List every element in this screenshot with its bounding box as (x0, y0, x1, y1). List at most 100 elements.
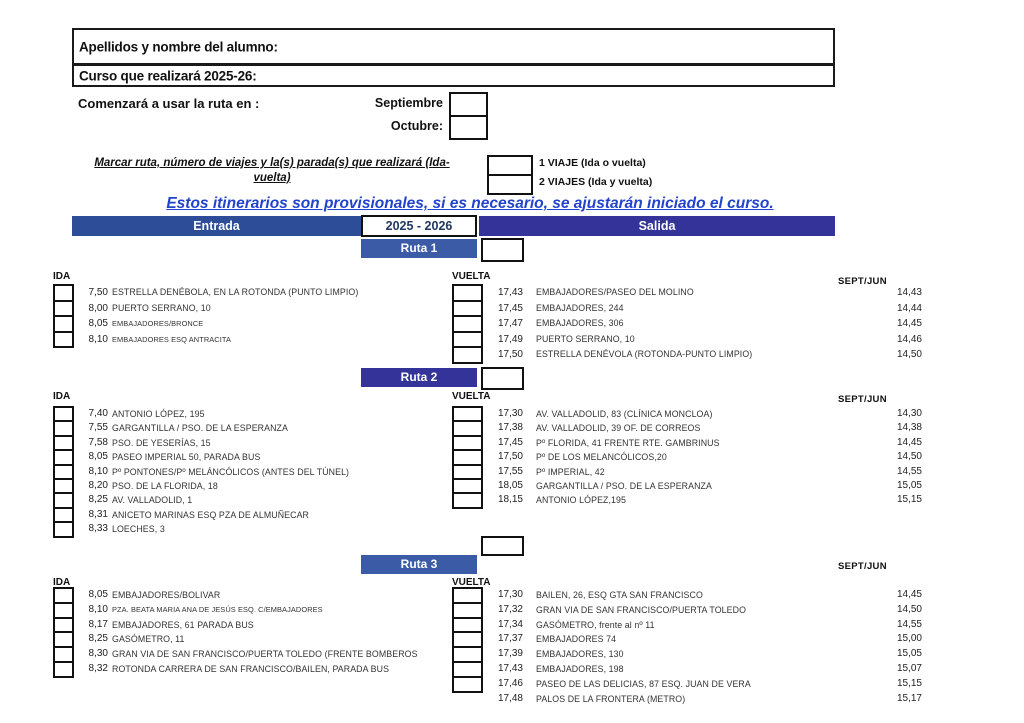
vuelta-stop: Pº DE LOS MELANCÓLICOS,20 (536, 452, 667, 463)
ida-stop-checkbox-column (53, 587, 74, 678)
ida-time: 7,40 (88, 408, 108, 419)
student-name-field[interactable]: Apellidos y nombre del alumno: (72, 28, 835, 65)
ida-time: 8,10 (88, 603, 108, 615)
vuelta-stop-checkbox-column (452, 587, 483, 693)
vuelta-stop: EMBAJADORES, 130 (536, 649, 624, 660)
ida-stop: GRAN VIA DE SAN FRANCISCO/PUERTA TOLEDO … (112, 649, 418, 660)
ruta-1-bar: Ruta 1 (361, 239, 477, 258)
vuelta-time: 17,32 (497, 603, 523, 615)
septjun-time: 14,45 (896, 589, 922, 600)
ida-time: 8,05 (88, 589, 108, 600)
mark-instruction-line1: Marcar ruta, número de viajes y la(s) pa… (94, 157, 450, 169)
ida-time: 8,00 (88, 302, 108, 314)
ruta-3-checkbox[interactable] (481, 536, 524, 556)
vuelta-time: 17,46 (497, 677, 523, 689)
ida-stop: GARGANTILLA / PSO. DE LA ESPERANZA (112, 423, 288, 434)
vuelta-time: 17,48 (497, 692, 523, 704)
septjun-time: 15,07 (896, 663, 922, 674)
septjun-time: 15,05 (896, 480, 922, 491)
septjun-time: 14,38 (896, 422, 922, 434)
ida-time: 7,58 (88, 436, 108, 448)
mark-route-instruction: Marcar ruta, número de viajes y la(s) pa… (62, 156, 482, 186)
septiembre-checkbox[interactable] (449, 92, 488, 117)
ida-stop: EMBAJADORES, 61 PARADA BUS (112, 619, 254, 630)
septjun-time: 14,50 (896, 603, 922, 615)
ida-stop: ANICETO MARINAS ESQ PZA DE ALMUÑECAR (112, 509, 310, 520)
septjun-time: 15,00 (896, 633, 922, 645)
septjun-time: 14,50 (896, 451, 922, 463)
septjun-time: 15,15 (896, 677, 922, 689)
ida-stop: EMBAJADORES/BRONCE (112, 319, 204, 328)
septjun-column-label: SEPT/JUN (838, 394, 887, 405)
viaje-1-checkbox[interactable] (487, 155, 533, 176)
ida-stop-checkbox-cell[interactable] (53, 521, 74, 538)
septjun-time: 15,15 (896, 494, 922, 506)
vuelta-stop: ANTONIO LÓPEZ,195 (536, 495, 627, 506)
vuelta-column-label: VUELTA (452, 391, 491, 402)
ida-stop-checkbox-cell[interactable] (53, 330, 74, 348)
vuelta-time: 17,43 (497, 287, 523, 298)
vuelta-time: 17,30 (497, 589, 523, 600)
viaje-2-checkbox[interactable] (487, 174, 533, 195)
vuelta-time: 17,38 (497, 422, 523, 434)
vuelta-stop: EMBAJADORES/PASEO DEL MOLINO (536, 287, 694, 297)
ida-time: 8,05 (88, 318, 108, 329)
entrada-header: Entrada (72, 216, 361, 236)
vuelta-time: 18,05 (497, 480, 523, 491)
ida-stop-checkbox-cell[interactable] (53, 660, 74, 678)
school-year-header: 2025 - 2026 (361, 215, 477, 237)
vuelta-time: 17,39 (497, 648, 523, 660)
ida-stop: ROTONDA CARRERA DE SAN FRANCISCO/BAILEN,… (112, 664, 390, 674)
ruta-3-bar: Ruta 3 (361, 555, 477, 574)
course-label: Curso que realizará 2025-26: (79, 68, 257, 83)
ida-time: 8,31 (88, 508, 108, 520)
septjun-time: 14,45 (896, 318, 922, 329)
ida-stop-checkbox-column (53, 284, 74, 348)
vuelta-stop-checkbox-cell[interactable] (452, 346, 483, 364)
vuelta-stop: GARGANTILLA / PSO. DE LA ESPERANZA (536, 481, 712, 491)
ida-stop: PSO. DE YESERÍAS, 15 (112, 437, 211, 448)
ida-column-label: IDA (53, 271, 71, 282)
vuelta-stop: ESTRELLA DENÉVOLA (ROTONDA-PUNTO LIMPIO) (536, 349, 753, 359)
vuelta-column-label: VUELTA (452, 577, 491, 588)
vuelta-stop: Pº FLORIDA, 41 FRENTE RTE. GAMBRINUS (536, 437, 720, 448)
vuelta-stop: AV. VALLADOLID, 39 OF. DE CORREOS (536, 423, 701, 434)
vuelta-stop: PUERTO SERRANO, 10 (536, 333, 635, 344)
ida-time: 8,17 (88, 618, 108, 630)
ida-time: 8,25 (88, 494, 108, 506)
ida-time: 8,10 (88, 465, 108, 477)
vuelta-stop: BAILEN, 26, ESQ GTA SAN FRANCISCO (536, 590, 703, 600)
vuelta-stop: PASEO DE LAS DELICIAS, 87 ESQ. JUAN DE V… (536, 678, 751, 689)
ida-stop: LOECHES, 3 (112, 524, 165, 535)
student-name-label: Apellidos y nombre del alumno: (79, 39, 278, 54)
ida-stop: ESTRELLA DENÉBOLA, EN LA ROTONDA (PUNTO … (112, 287, 359, 297)
septjun-time: 14,50 (896, 349, 922, 360)
vuelta-stop: EMBAJADORES, 198 (536, 664, 624, 674)
ida-stop: Pº PONTONES/Pº MELÁNCÓLICOS (ANTES DEL T… (112, 466, 350, 477)
ida-stop: ANTONIO LÓPEZ, 195 (112, 409, 205, 419)
vuelta-time: 17,45 (497, 436, 523, 448)
septjun-time: 14,55 (896, 618, 922, 630)
octubre-checkbox[interactable] (449, 115, 488, 140)
ruta-2-checkbox[interactable] (481, 367, 524, 390)
month-checkbox-group (449, 92, 488, 140)
vuelta-column-label: VUELTA (452, 271, 491, 282)
vuelta-time: 18,15 (497, 494, 523, 506)
ida-stop: GASÓMETRO, 11 (112, 634, 185, 645)
course-field[interactable]: Curso que realizará 2025-26: (72, 64, 835, 87)
october-label: Octubre: (390, 119, 443, 133)
ida-stop: EMBAJADORES/BOLIVAR (112, 590, 221, 600)
ruta-1-checkbox[interactable] (481, 238, 524, 262)
ruta-2-bar: Ruta 2 (361, 368, 477, 387)
salida-header: Salida (479, 216, 835, 236)
septjun-time: 14,46 (896, 333, 922, 345)
vuelta-time: 17,47 (497, 318, 523, 329)
vuelta-time: 17,49 (497, 333, 523, 345)
ida-time: 7,55 (88, 422, 108, 434)
mark-instruction-line2: vuelta) (253, 171, 291, 184)
septjun-time: 14,43 (896, 287, 922, 298)
vuelta-time: 17,45 (497, 302, 523, 314)
vuelta-stop-checkbox-cell[interactable] (452, 675, 483, 693)
vuelta-stop-checkbox-cell[interactable] (452, 492, 483, 509)
